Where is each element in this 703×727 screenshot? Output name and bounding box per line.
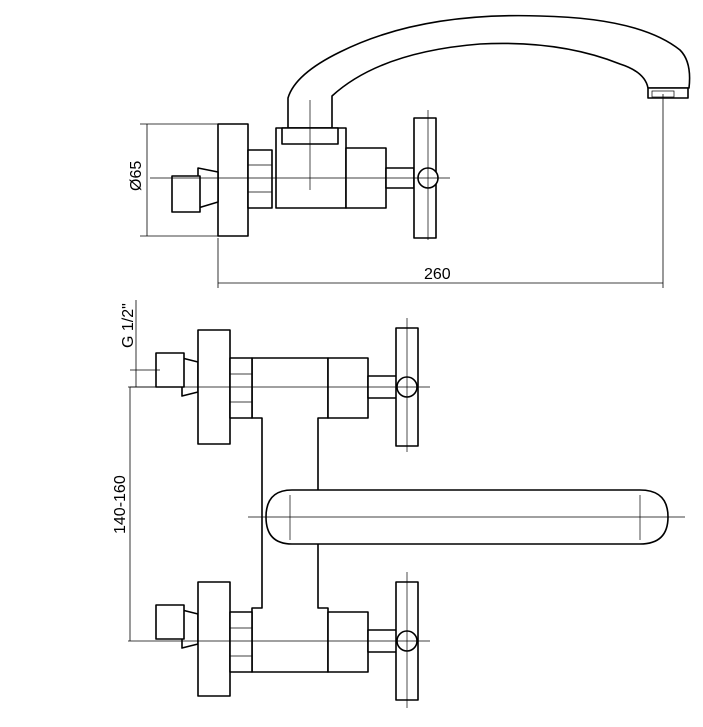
upper-inlet-thread — [155, 352, 185, 388]
spacing-label: 140-160 — [112, 475, 129, 534]
spout-arc — [287, 14, 691, 129]
lower-inlet-thread — [155, 604, 185, 640]
thread-label: G 1/2" — [120, 303, 137, 348]
spout-aerator — [647, 87, 689, 99]
hex-nut — [247, 149, 273, 209]
upper-hex-nut — [229, 357, 253, 419]
inlet-thread — [171, 175, 201, 213]
upper-valve-bonnet — [327, 357, 369, 419]
lower-hex-nut — [229, 611, 253, 673]
wall-rosette — [217, 123, 249, 237]
lower-valve-bonnet — [327, 611, 369, 673]
front-view: G 1/2" 140-160 — [112, 300, 685, 708]
side-view: Ø65 260 — [128, 14, 691, 288]
lower-wall-rosette — [197, 581, 231, 697]
diameter-label: Ø65 — [128, 161, 145, 191]
inlet-fitting — [197, 167, 219, 209]
width-label: 260 — [424, 266, 451, 283]
